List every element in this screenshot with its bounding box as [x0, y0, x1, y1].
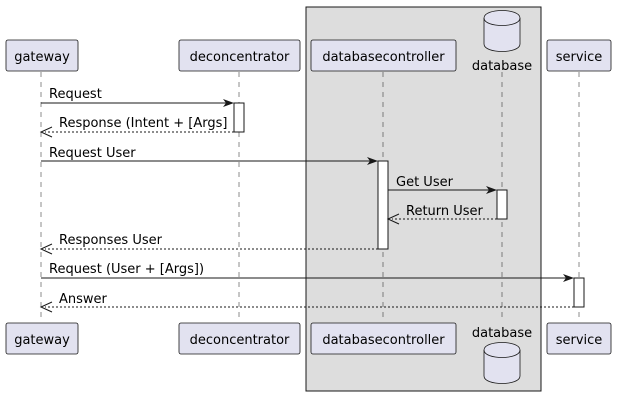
participant-database-label: database — [472, 59, 532, 74]
database-cylinder-icon — [483, 342, 521, 384]
participant-deconcentrator-bottom: deconcentrator — [178, 322, 301, 355]
participant-databasecontroller-label: databasecontroller — [322, 50, 445, 65]
service-activation — [573, 277, 585, 308]
participant-database-bottom: database — [472, 326, 532, 384]
message-get-user: Get User — [388, 175, 497, 194]
participant-gateway-bottom: gateway — [5, 322, 79, 355]
message-label: Return User — [406, 204, 484, 219]
message-label: Responses User — [59, 233, 163, 248]
participant-deconcentrator-label: deconcentrator — [190, 333, 290, 348]
participant-database-label: database — [472, 326, 532, 341]
message-label: Get User — [396, 175, 454, 190]
participant-database-top: database — [472, 10, 532, 74]
message-label: Response (Intent + [Args] — [59, 116, 227, 131]
database-activation — [496, 189, 508, 220]
participant-databasecontroller-label: databasecontroller — [322, 333, 445, 348]
message-response: Response (Intent + [Args] — [39, 116, 234, 138]
message-return-user: Return User — [386, 204, 497, 225]
message-label: Answer — [59, 292, 108, 307]
message-responses-user: Responses User — [39, 233, 378, 255]
participant-gateway-label: gateway — [14, 333, 70, 348]
message-label: Request — [49, 87, 102, 102]
participant-databasecontroller-bottom: databasecontroller — [310, 322, 457, 355]
message-request: Request — [41, 87, 234, 107]
message-label: Request User — [49, 146, 136, 161]
participant-service-label: service — [556, 50, 603, 65]
participant-deconcentrator-top: deconcentrator — [178, 39, 301, 72]
deconcentrator-activation — [233, 102, 245, 133]
message-request-service: Request (User + [Args]) — [41, 262, 574, 282]
participant-databasecontroller-top: databasecontroller — [310, 39, 457, 72]
databasecontroller-activation — [377, 160, 389, 250]
participant-service-bottom: service — [546, 322, 612, 355]
participant-gateway-top: gateway — [5, 39, 79, 72]
message-label: Request (User + [Args]) — [49, 262, 204, 277]
participant-deconcentrator-label: deconcentrator — [190, 50, 290, 65]
participant-service-top: service — [546, 39, 612, 72]
participant-gateway-label: gateway — [14, 50, 70, 65]
database-cylinder-icon — [483, 10, 521, 52]
message-request-user: Request User — [41, 146, 378, 165]
message-answer: Answer — [39, 292, 574, 313]
participant-service-label: service — [556, 333, 603, 348]
